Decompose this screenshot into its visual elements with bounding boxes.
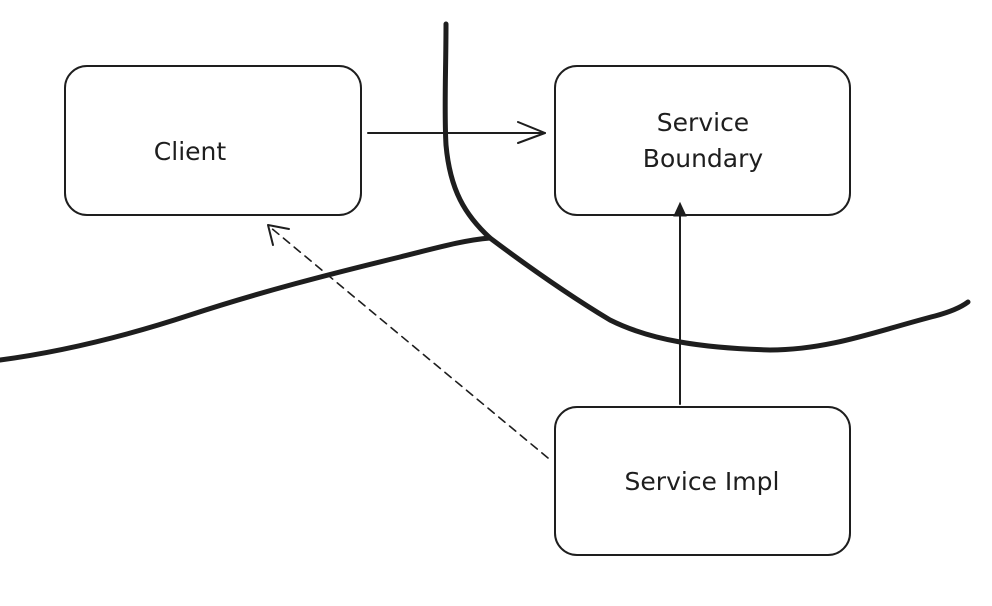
service-impl-node[interactable]: Service Impl: [554, 406, 851, 556]
service-impl-box[interactable]: [554, 406, 851, 556]
arrow-service-impl-to-service-boundary: [673, 201, 687, 405]
boundary-line-horizontal: [0, 235, 493, 363]
boundary-line-vertical: [442, 21, 971, 353]
client-node[interactable]: Client: [64, 65, 362, 216]
arrow-service-impl-to-service-boundary-head: [673, 201, 687, 217]
arrow-service-impl-to-client: [267, 224, 549, 459]
arrow-client-to-service-boundary: [367, 121, 546, 144]
client-box[interactable]: [64, 65, 362, 216]
service-boundary-node[interactable]: Service Boundary: [554, 65, 851, 216]
arrow-service-impl-to-client-head: [267, 224, 290, 246]
service-boundary-box[interactable]: [554, 65, 851, 216]
service-impl-label: Service Impl: [625, 467, 780, 496]
arrow-service-impl-to-client-shaft: [269, 226, 549, 459]
client-label: Client: [154, 137, 227, 166]
service-boundary-label-line2: Boundary: [643, 144, 764, 173]
service-boundary-label-line1: Service: [657, 108, 749, 137]
arrow-client-to-service-boundary-head: [517, 121, 546, 144]
